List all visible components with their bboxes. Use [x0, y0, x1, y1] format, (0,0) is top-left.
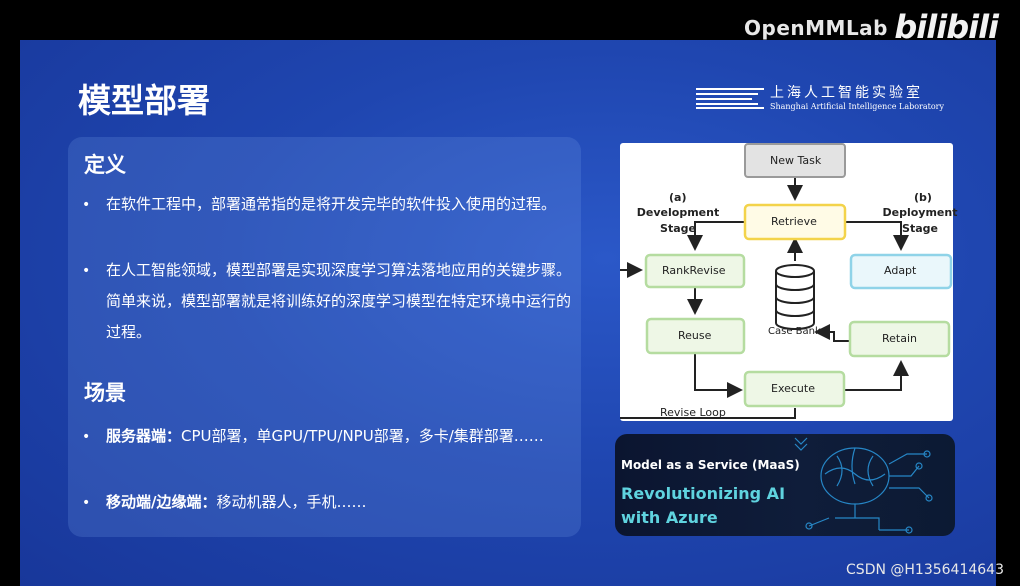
maas-subtitle: Model as a Service (MaaS) — [621, 458, 800, 472]
stage-a-letter: (a) — [669, 191, 687, 204]
stage-b-letter: (b) — [914, 191, 932, 204]
node-label-rankrevise: RankRevise — [662, 264, 726, 277]
content-card: 定义 • 在软件工程中，部署通常指的是将开发完毕的软件投入使用的过程。 • 在人… — [68, 137, 581, 537]
node-retrieve — [743, 203, 847, 241]
lab-name-en: Shanghai Artificial Intelligence Laborat… — [770, 102, 945, 111]
stage-a-name: Development Stage — [636, 206, 720, 235]
presentation-slide: 模型部署 上海人工智能实验室 Shanghai Artificial Intel… — [20, 40, 996, 586]
lab-mark-icon — [696, 88, 764, 109]
node-label-case-bank: Case Bank — [768, 326, 821, 337]
revise-loop-label: Revise Loop — [660, 406, 726, 419]
bullet-dot: • — [82, 429, 91, 445]
maas-title: Revolutionizing AI with Azure — [621, 484, 786, 527]
section-heading-scenarios: 场景 — [84, 381, 126, 405]
stage-b-name: Deployment Stage — [882, 206, 958, 235]
node-label-new-task: New Task — [770, 154, 822, 167]
node-retain — [848, 320, 951, 358]
edge-execute-retain — [844, 360, 909, 391]
node-rankrevise — [644, 253, 746, 289]
node-adapt — [849, 253, 953, 290]
workflow-diagram-svg — [620, 143, 953, 419]
video-top-bar: OpenMMLab bilibili — [0, 0, 1020, 46]
node-label-execute: Execute — [771, 382, 815, 395]
node-execute — [743, 370, 846, 408]
edge-retrieve-rankrevise — [687, 221, 745, 251]
definition-bullet-1: 在软件工程中，部署通常指的是将开发完毕的软件投入使用的过程。 — [106, 195, 557, 213]
edge-reuse-execute — [694, 353, 743, 398]
section-heading-definition: 定义 — [84, 153, 126, 177]
bullet-dot: • — [82, 263, 91, 279]
slide-title: 模型部署 — [78, 81, 210, 120]
lab-name-cn: 上海人工智能实验室 — [770, 85, 923, 101]
csdn-watermark: CSDN @H1356414643 — [846, 562, 1004, 578]
node-label-retain: Retain — [882, 332, 917, 345]
bilibili-logo: bilibili — [894, 8, 999, 46]
edge-retain-casebank — [814, 324, 850, 342]
scenario-bullet-mobile: 移动端/边缘端：移动机器人，手机…… — [106, 493, 367, 511]
lab-logo: 上海人工智能实验室 Shanghai Artificial Intelligen… — [696, 84, 944, 112]
scenario-bullet-server: 服务器端：CPU部署，单GPU/TPU/NPU部署，多卡/集群部署…… — [106, 427, 544, 445]
maas-banner: Model as a Service (MaaS) Revolutionizin… — [615, 434, 955, 536]
openmmlab-brand: OpenMMLab — [744, 16, 888, 40]
definition-bullet-2: 在人工智能领域，模型部署是实现深度学习算法落地应用的关键步骤。简单来说，模型部署… — [106, 261, 572, 341]
workflow-diagram: New Task Retrieve RankRevise Adapt Reuse… — [620, 143, 957, 421]
brain-circuit-icon — [794, 437, 933, 534]
edge-revise-loop — [620, 262, 796, 419]
node-label-retrieve: Retrieve — [771, 215, 817, 228]
node-new-task — [744, 143, 846, 178]
database-icon — [775, 264, 815, 330]
node-reuse — [645, 317, 746, 355]
node-label-adapt: Adapt — [884, 264, 917, 277]
bullet-dot: • — [82, 495, 91, 511]
bullet-dot: • — [82, 197, 91, 213]
node-label-reuse: Reuse — [678, 329, 712, 342]
edge-retrieve-adapt — [844, 221, 909, 251]
